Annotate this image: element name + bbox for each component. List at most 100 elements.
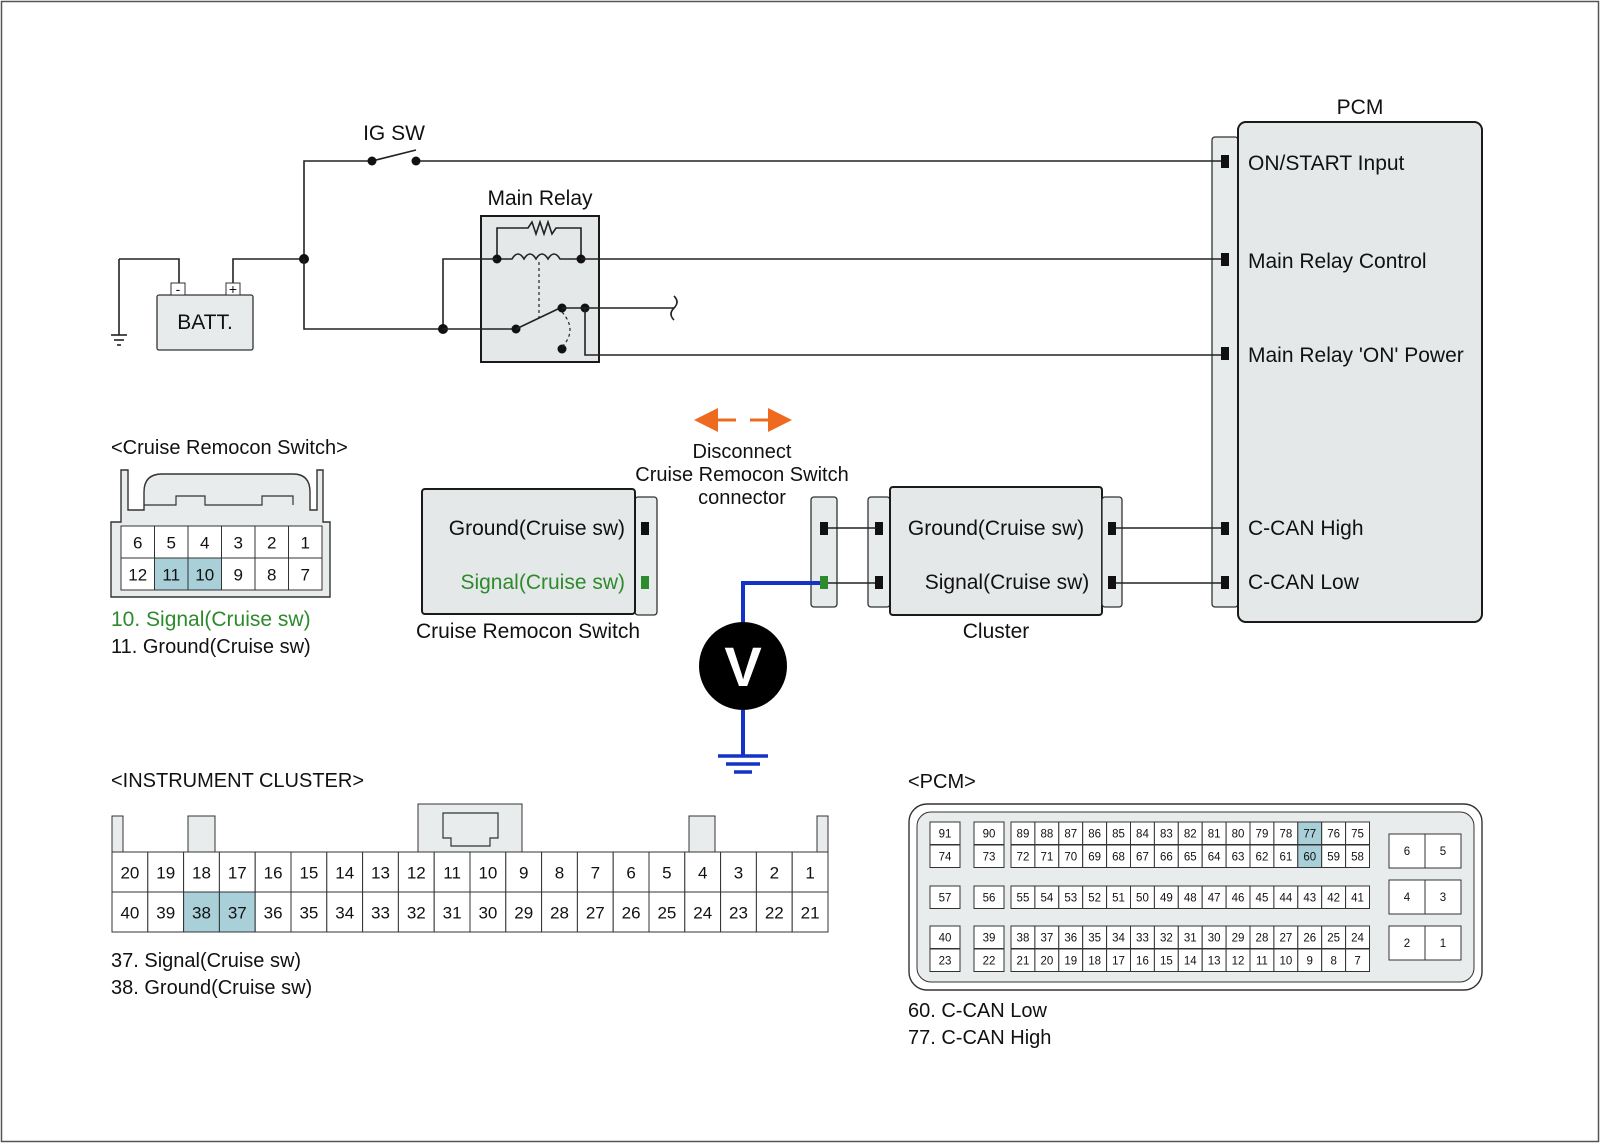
pin-cell [755, 891, 793, 933]
pin-label: 40 [120, 904, 139, 923]
pin-label: 23 [729, 904, 748, 923]
pcm-terminal-main-relay-on-power [1221, 347, 1229, 360]
pin-cell [1345, 844, 1370, 868]
pin-label: 25 [1327, 932, 1340, 944]
pcm-title: PCM [1337, 96, 1384, 119]
main-relay-label: Main Relay [487, 187, 593, 210]
pin-label: 25 [657, 904, 676, 923]
pin-cell [218, 891, 256, 933]
pin-label: 53 [1064, 892, 1077, 904]
pin-label: 20 [1040, 955, 1053, 967]
pin-cell [288, 557, 323, 591]
pin-label: 65 [1184, 851, 1197, 863]
pin-label: 45 [1256, 892, 1269, 904]
pcm-module: PCM ON/START Input Main Relay Control Ma… [1211, 96, 1483, 623]
pin-label: 11 [162, 566, 180, 585]
pin-label: 13 [371, 864, 390, 883]
pin-cell [290, 851, 328, 893]
battery [156, 294, 254, 351]
disconnect-note: Disconnect Cruise Remocon Switch connect… [635, 408, 849, 509]
pin-cell [221, 557, 256, 591]
pin-label: 21 [801, 904, 820, 923]
pin-cell [1424, 879, 1462, 915]
pin-label: 36 [264, 904, 283, 923]
power-wiring: IG SW - + BATT. Main Relay [111, 122, 1221, 363]
pin-cell [326, 851, 364, 893]
pin-cell [433, 891, 471, 933]
pin-cell [505, 851, 543, 893]
battery-minus-terminal [170, 282, 186, 296]
pcm-terminal-on-start [1221, 155, 1229, 168]
pin-cell [362, 891, 399, 933]
pin-cell [183, 851, 220, 893]
pin-cell [469, 891, 507, 933]
ig-sw-label: IG SW [363, 122, 425, 145]
pin-label: 70 [1064, 851, 1077, 863]
pin-cell [576, 891, 614, 933]
cruise-switch-component: Ground(Cruise sw) Signal(Cruise sw) Crui… [416, 488, 658, 643]
pin-label: 81 [1208, 828, 1221, 840]
pin-label: 1 [805, 864, 814, 883]
pin-cell [221, 525, 256, 559]
pin-cell [1424, 833, 1462, 869]
battery-plus-terminal [225, 282, 241, 296]
pin-label: 91 [939, 828, 952, 840]
pin-label: 4 [200, 534, 209, 553]
pin-label: 26 [1303, 932, 1316, 944]
pin-cell [397, 851, 435, 893]
cluster-signal-label: Signal(Cruise sw) [925, 571, 1090, 594]
pin-cell [929, 885, 961, 909]
pin-label: 34 [1112, 932, 1125, 944]
pin-cell [1345, 885, 1370, 909]
pin-label: 12 [128, 566, 147, 585]
pin-label: 17 [1112, 955, 1125, 967]
pin-cell [187, 557, 222, 591]
pin-cell [576, 851, 614, 893]
pin-label: 27 [1279, 932, 1292, 944]
pin-label: 14 [1184, 955, 1197, 967]
pin-label: 23 [939, 955, 952, 967]
pin-label: 29 [1232, 932, 1245, 944]
cluster-connector-strip-left [867, 496, 891, 608]
pin-label: 39 [156, 904, 175, 923]
pin-label: 6 [1404, 846, 1410, 858]
pin-label: 86 [1088, 828, 1101, 840]
cruise-connector-title: <Cruise Remocon Switch> [111, 437, 348, 459]
battery-plus-sign: + [229, 281, 237, 297]
pin-label: 10 [478, 864, 497, 883]
pin-label: 42 [1327, 892, 1340, 904]
pcm-terminal-ccan-low [1221, 576, 1229, 589]
cruise-switch-terminal-signal [641, 576, 649, 589]
pin-label: 60 [1303, 851, 1316, 863]
pin-label: 24 [693, 904, 712, 923]
pin-label: 74 [939, 851, 952, 863]
pin-cell [187, 525, 222, 559]
pin-label: 16 [264, 864, 283, 883]
pin-label: 57 [939, 892, 952, 904]
pin-label: 84 [1136, 828, 1149, 840]
pin-label: 32 [1160, 932, 1173, 944]
cruise-switch-ground-label: Ground(Cruise sw) [449, 517, 625, 540]
pin-cell [147, 891, 185, 933]
pin-label: 24 [1351, 932, 1364, 944]
pin-label: 4 [698, 864, 707, 883]
pin-cell [111, 891, 149, 933]
pin-label: 3 [734, 864, 743, 883]
pin-label: 20 [120, 864, 139, 883]
pin-label: 33 [1136, 932, 1149, 944]
pin-label: 28 [550, 904, 569, 923]
pin-cell [684, 891, 722, 933]
cruise-switch-caption: Cruise Remocon Switch [416, 620, 640, 643]
pin-cell [290, 891, 328, 933]
pin-label: 85 [1112, 828, 1125, 840]
pin-cell [397, 891, 435, 933]
cluster-legend-ground: 38. Ground(Cruise sw) [111, 977, 312, 999]
pin-cell [791, 891, 829, 933]
pin-label: 66 [1160, 851, 1173, 863]
pin-label: 3 [1440, 892, 1446, 904]
pin-label: 75 [1351, 828, 1364, 840]
cruise-switch-body [421, 488, 636, 615]
